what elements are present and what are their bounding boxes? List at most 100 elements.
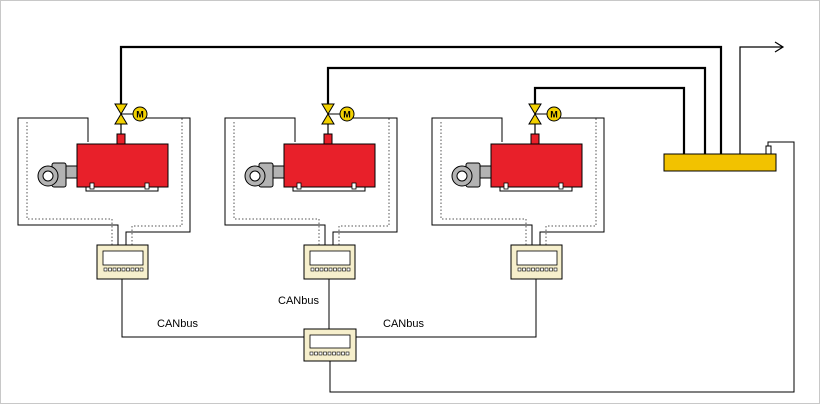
valve-triangle-top [114, 103, 128, 115]
valve-motor [132, 106, 148, 122]
boiler-controller-key [517, 267, 522, 272]
supply-pipe-3 [533, 86, 686, 154]
boiler-controller-key [328, 267, 333, 272]
boiler-base [499, 186, 573, 192]
boiler-controller-key [117, 267, 121, 272]
burner-fan-hub [249, 170, 261, 182]
boiler-controller-key [126, 267, 130, 272]
sensor-wire-right [545, 118, 597, 245]
boiler-controller-key [310, 267, 315, 272]
boiler-controller-key [108, 267, 112, 272]
master-controller-key [336, 351, 341, 356]
boiler-controller-key [121, 267, 126, 272]
master-controller-key [323, 351, 327, 356]
boiler-controller-key [544, 267, 549, 272]
boiler-1: M [17, 103, 191, 280]
boiler-controller-key [103, 267, 108, 272]
boiler-body [76, 143, 169, 188]
canbus-network [121, 279, 537, 338]
sensor-wire-right [338, 118, 390, 245]
burner-neck [65, 165, 78, 179]
valve-triangle-top [528, 103, 542, 115]
boiler-controller-display [516, 250, 558, 266]
boiler-controller-key [531, 267, 535, 272]
boiler-controller-key [135, 267, 139, 272]
valve-triangle-bottom [321, 113, 335, 125]
control-wire-left [17, 117, 119, 245]
master-controller-key [327, 351, 332, 356]
supply-pipe-1 [119, 45, 723, 154]
control-wire-right [539, 117, 605, 245]
boiler-controller-key [319, 267, 324, 272]
master-controller [303, 328, 357, 362]
flow-outlet-arrow-icon [774, 41, 785, 53]
boiler-controller-key [112, 267, 117, 272]
boiler-foot [296, 182, 302, 190]
boiler-controller-key [315, 267, 319, 272]
canbus-label-center: CANbus [278, 295, 319, 307]
boiler-controller-key [346, 267, 351, 272]
canbus-label-left: CANbus [157, 318, 198, 330]
flow-outlet [739, 41, 785, 154]
valve-motor-label: M [550, 110, 558, 120]
master-controller-key [318, 351, 323, 356]
boiler-outlet [323, 133, 333, 145]
canbus-line-right [356, 279, 537, 338]
supply-pipe-2 [326, 66, 707, 154]
header-sensor-cable [329, 141, 795, 393]
boiler-foot [351, 182, 357, 190]
valve-triangle-bottom [528, 113, 542, 125]
boiler-controller-key [540, 267, 544, 272]
valve-motor-label: M [136, 110, 144, 120]
boiler-controller-key [549, 267, 553, 272]
valve-motor [339, 106, 355, 122]
canbus-label-right: CANbus [383, 318, 424, 330]
master-controller-key [309, 351, 314, 356]
boiler-foot [503, 182, 509, 190]
boiler-controller-key [342, 267, 346, 272]
boiler-foot [558, 182, 564, 190]
control-wire-right [125, 117, 191, 245]
burner-fan-hub [456, 170, 468, 182]
boiler-foot [144, 182, 150, 190]
boiler-base [292, 186, 366, 192]
valve-triangle-top [321, 103, 335, 115]
boiler-base [85, 186, 159, 192]
boiler-controller-key [526, 267, 531, 272]
master-controller-display [309, 334, 351, 349]
boiler-controller-key [337, 267, 342, 272]
boiler-controller-key [139, 267, 144, 272]
hydraulic-header [663, 153, 777, 172]
valve-motor-label: M [343, 110, 351, 120]
control-wire-left [224, 117, 326, 245]
boiler-controller-key [324, 267, 328, 272]
boiler-controller-key [130, 267, 135, 272]
burner-neck [272, 165, 285, 179]
boiler-controller-key [333, 267, 337, 272]
master-controller-key [332, 351, 336, 356]
boiler-foot [89, 182, 95, 190]
master-controller-key [341, 351, 345, 356]
boiler-outlet [530, 133, 540, 145]
control-wire-left [431, 117, 533, 245]
boiler-controller-display [309, 250, 351, 266]
header-sensor [765, 145, 772, 155]
valve-triangle-bottom [114, 113, 128, 125]
burner-fan-hub [42, 170, 54, 182]
master-controller-key [314, 351, 318, 356]
boiler-3: M [431, 103, 605, 280]
canbus-line-left [121, 279, 304, 338]
boiler-outlet [116, 133, 126, 145]
valve-motor [546, 106, 562, 122]
boiler-2: M [224, 103, 398, 280]
flow-outlet-pipe [739, 46, 782, 154]
boiler-controller-display [102, 250, 144, 266]
boiler-body [283, 143, 376, 188]
boiler-controller-key [522, 267, 526, 272]
burner-neck [479, 165, 492, 179]
control-wire-right [332, 117, 398, 245]
